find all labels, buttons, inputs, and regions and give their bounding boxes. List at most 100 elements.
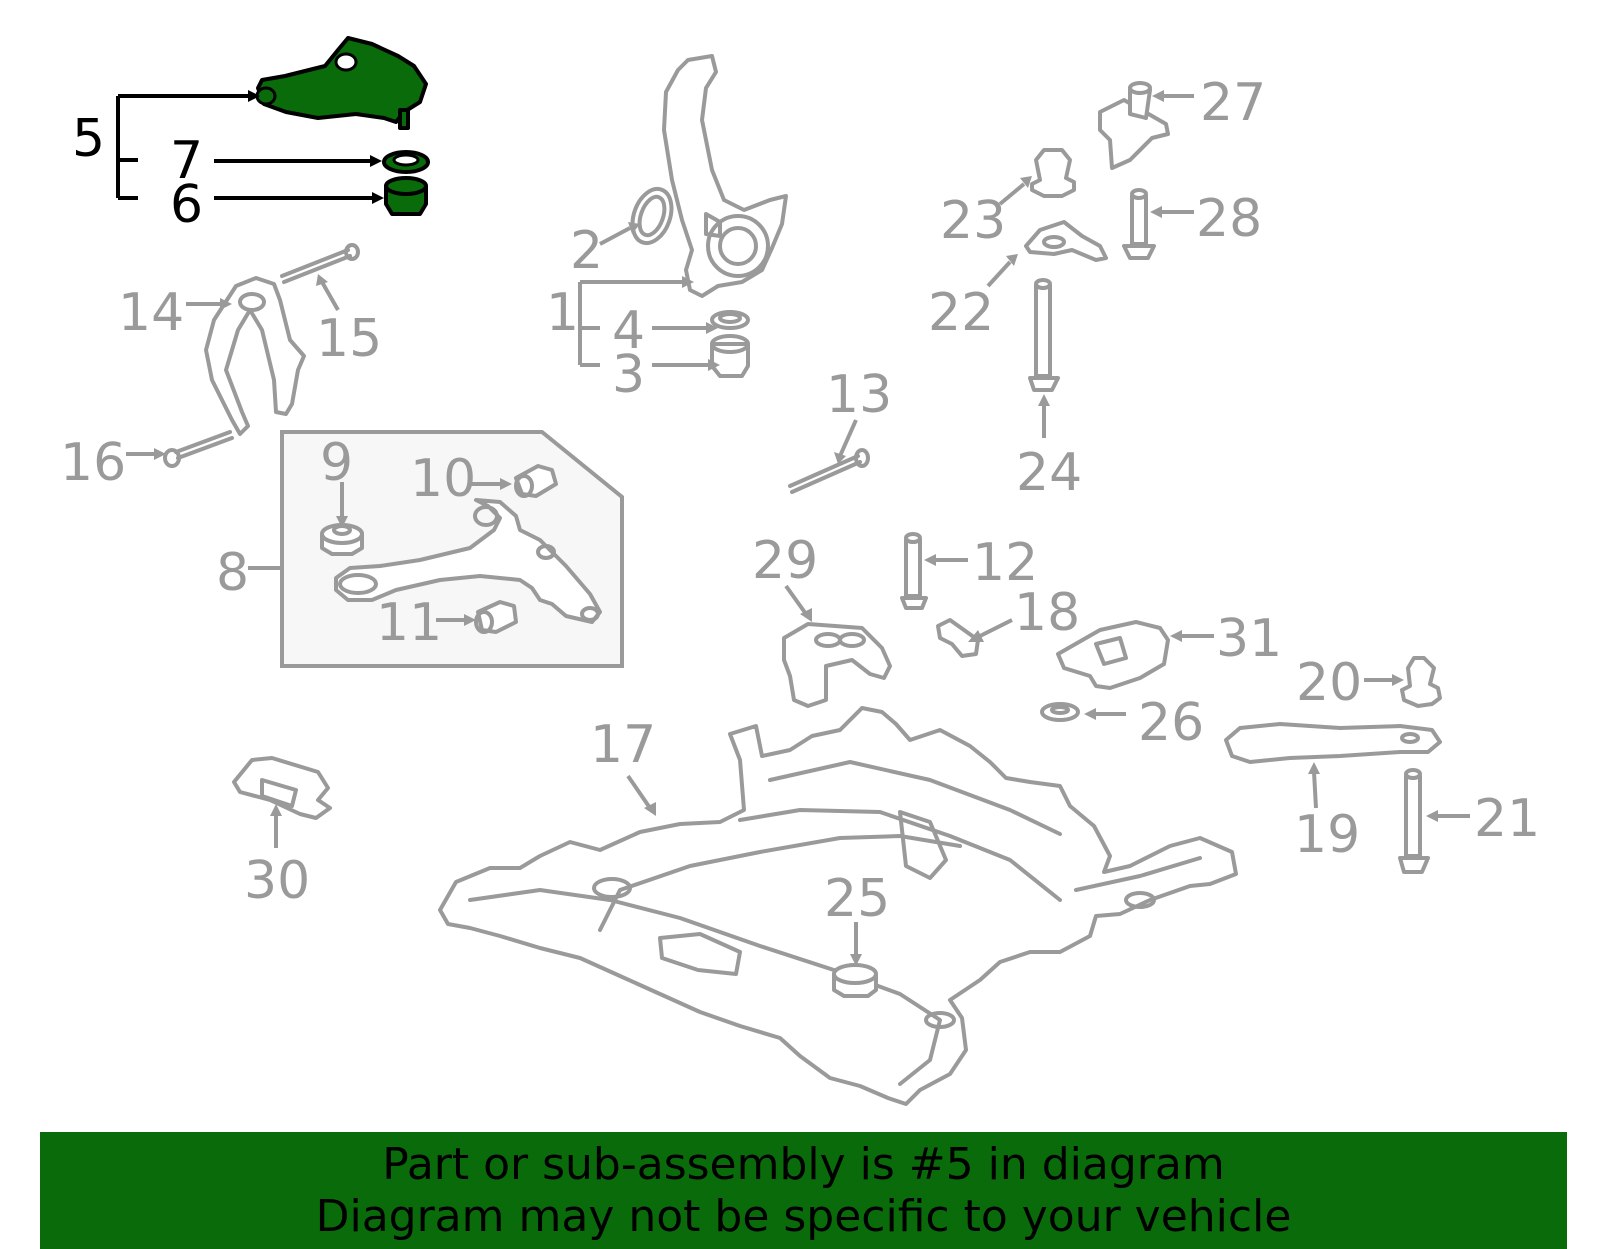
callout-2[interactable]: 2	[570, 221, 603, 281]
callout-23[interactable]: 23	[940, 191, 1006, 251]
arrowhead-1	[682, 276, 694, 288]
arrowhead-23	[1020, 176, 1032, 188]
arrowhead-11	[464, 614, 476, 626]
callout-11[interactable]: 11	[376, 593, 442, 653]
bushing-25[interactable]	[832, 963, 878, 998]
arrowhead-5	[248, 90, 260, 102]
bushing-20[interactable]	[1400, 656, 1442, 708]
lower-control-arm[interactable]	[334, 498, 602, 624]
callout-21[interactable]: 21	[1474, 789, 1540, 849]
callout-27[interactable]: 27	[1200, 73, 1266, 133]
callout-5[interactable]: 5	[72, 109, 105, 169]
steering-knuckle[interactable]	[662, 54, 788, 298]
arrow-23	[998, 182, 1026, 206]
callout-28[interactable]: 28	[1196, 189, 1262, 249]
ball-joint-seal[interactable]	[382, 150, 430, 174]
bolt-21[interactable]	[1398, 768, 1430, 874]
callout-17[interactable]: 17	[590, 715, 656, 775]
arrowhead-24	[1038, 394, 1050, 406]
bracket-1	[578, 280, 684, 367]
upper-control-arm-assembly[interactable]	[255, 36, 428, 130]
arrowhead-14	[220, 298, 232, 310]
subframe-17[interactable]	[438, 706, 1238, 1106]
arrowhead-4	[706, 322, 718, 334]
arrowhead-12	[924, 554, 936, 566]
callout-8[interactable]: 8	[216, 543, 249, 603]
bushing-11[interactable]	[474, 600, 518, 634]
bolt-24[interactable]	[1028, 278, 1060, 392]
arrowhead-13	[834, 452, 846, 464]
arrowhead-16	[154, 448, 166, 460]
callout-24[interactable]: 24	[1016, 443, 1082, 503]
arrow-29	[784, 584, 808, 616]
bolt-28[interactable]	[1122, 188, 1156, 260]
arrowhead-17	[644, 802, 656, 816]
arrowhead-30	[270, 804, 282, 816]
banner-line-2: Diagram may not be specific to your vehi…	[315, 1190, 1292, 1242]
callout-22[interactable]: 22	[928, 283, 994, 343]
arrowhead-2	[628, 222, 640, 234]
arrowhead-21	[1426, 810, 1438, 822]
arrowhead-22	[1006, 254, 1018, 266]
callout-15[interactable]: 15	[316, 309, 382, 369]
callout-1[interactable]: 1	[546, 283, 579, 343]
arrow-17	[626, 774, 652, 810]
clip-18[interactable]	[936, 618, 980, 658]
callout-31[interactable]: 31	[1216, 609, 1282, 669]
fork-14[interactable]	[204, 276, 306, 436]
mount-31[interactable]	[1056, 620, 1170, 690]
arrowhead-27	[1152, 90, 1164, 102]
callout-13[interactable]: 13	[826, 365, 892, 425]
arrow-18	[979, 618, 1013, 638]
arrowhead-7	[370, 155, 382, 167]
callout-18[interactable]: 18	[1014, 583, 1080, 643]
bolt-12[interactable]	[900, 532, 928, 610]
arrowhead-10	[500, 478, 512, 490]
callout-30[interactable]: 30	[244, 851, 310, 911]
bushing-9[interactable]	[320, 523, 364, 556]
callout-16[interactable]: 16	[60, 433, 126, 493]
bolt-13[interactable]	[788, 448, 870, 494]
callout-14[interactable]: 14	[118, 283, 184, 343]
arrowhead-31	[1170, 630, 1182, 642]
callout-10[interactable]: 10	[410, 449, 476, 509]
arrowhead-6	[372, 192, 384, 204]
callout-9[interactable]: 9	[320, 433, 353, 493]
callout-19[interactable]: 19	[1294, 805, 1360, 865]
seal-2[interactable]	[626, 184, 679, 249]
callout-25[interactable]: 25	[824, 869, 890, 929]
callout-4[interactable]: 4	[612, 301, 645, 361]
arrowhead-9	[336, 516, 348, 528]
callout-6[interactable]: 6	[170, 175, 203, 235]
bushing-6[interactable]	[384, 176, 428, 216]
brace-19[interactable]	[1224, 722, 1442, 764]
callout-26[interactable]: 26	[1138, 693, 1204, 753]
banner-line-1: Part or sub-assembly is #5 in diagram	[382, 1138, 1225, 1190]
arrowhead-18	[968, 630, 984, 642]
arrowhead-25	[850, 954, 862, 966]
bracket-22[interactable]	[1024, 220, 1108, 262]
bushing-3[interactable]	[710, 334, 750, 378]
callout-20[interactable]: 20	[1296, 653, 1362, 713]
seal-4[interactable]	[710, 310, 750, 330]
bolt-15[interactable]	[280, 243, 360, 284]
mount-30[interactable]	[232, 756, 332, 820]
info-banner: Part or sub-assembly is #5 in diagram Di…	[40, 1132, 1567, 1249]
callout-12[interactable]: 12	[972, 533, 1038, 593]
arrow-22	[986, 260, 1012, 288]
mount-27[interactable]	[1098, 81, 1170, 170]
bushing-10[interactable]	[514, 464, 558, 498]
callout-3[interactable]: 3	[612, 345, 645, 405]
callout-7[interactable]: 7	[170, 131, 203, 191]
washer-26[interactable]	[1040, 702, 1080, 722]
mount-29[interactable]	[782, 622, 892, 708]
callout-29[interactable]: 29	[752, 531, 818, 591]
arrowhead-19	[1308, 762, 1320, 774]
arrowhead-15	[316, 274, 328, 286]
arrowhead-3	[708, 359, 720, 371]
bolt-16[interactable]	[163, 430, 234, 468]
arrowhead-26	[1084, 708, 1096, 720]
bushing-23[interactable]	[1030, 148, 1076, 198]
arrow-15	[320, 281, 340, 311]
